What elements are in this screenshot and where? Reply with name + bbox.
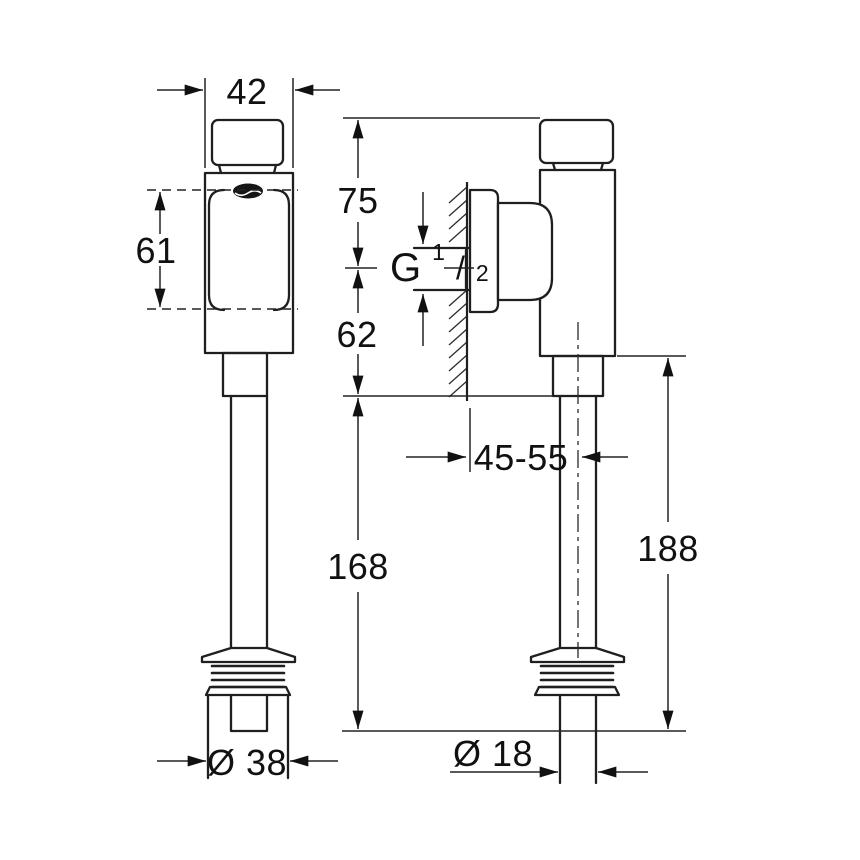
supply-stub — [412, 246, 471, 292]
dim-wall-to-pipe: 45-55 — [406, 408, 628, 478]
dim-grip-height: 61 — [135, 189, 298, 310]
dim-pipe-diameter: Ø 18 — [450, 733, 648, 778]
grip-sleeve-right-edge — [272, 188, 291, 312]
push-button-front — [210, 118, 285, 167]
flush-pipe-side — [558, 394, 598, 650]
inlet-connector — [496, 201, 554, 302]
dim-vertical-column: 75 62 168 — [327, 117, 686, 732]
dim-label-wall-to-pipe: 45-55 — [474, 437, 569, 478]
dim-right-column: 188 — [617, 355, 699, 730]
dim-label-sleeve-diameter: Ø 38 — [207, 742, 287, 783]
dim-inlet-thread: G 1 / 2 — [390, 192, 489, 346]
thread-numerator: 1 — [432, 239, 445, 265]
outer-sleeve-front — [206, 693, 290, 780]
dim-label-button-to-inlet: 75 — [337, 180, 378, 221]
grohe-logo — [233, 183, 263, 199]
dim-label-inlet-thread: G 1 / 2 — [390, 227, 489, 290]
dim-sleeve-diameter: Ø 38 — [157, 742, 338, 783]
sleeve-thread-side — [539, 664, 615, 689]
dim-label-flush-pipe-length: 168 — [327, 546, 389, 587]
side-view — [412, 118, 626, 785]
thread-prefix: G — [390, 246, 422, 290]
sleeve-flange-side — [529, 646, 626, 664]
flush-pipe-end-front — [229, 693, 269, 733]
button-neck-side — [551, 161, 605, 172]
wall-flange — [468, 188, 500, 314]
button-neck-front — [217, 163, 278, 175]
grip-sleeve-left-edge — [207, 188, 226, 312]
thread-denominator: 2 — [476, 260, 489, 286]
sleeve-collar-front — [204, 685, 292, 697]
dim-label-pipe-diameter: Ø 18 — [453, 733, 533, 774]
dim-label-outlet-to-pipe-end: 188 — [637, 528, 699, 569]
dim-top-width: 42 — [157, 71, 340, 168]
dim-label-grip-height: 61 — [135, 230, 176, 271]
wall-hatching — [448, 186, 468, 398]
sleeve-collar-side — [533, 685, 621, 697]
flush-pipe-front — [229, 394, 269, 650]
flush-pipe-lower-side — [558, 693, 598, 785]
outlet-nut-front — [221, 351, 269, 398]
front-view — [200, 118, 297, 780]
push-button-side — [538, 118, 615, 165]
dim-label-top-width: 42 — [226, 71, 267, 112]
dim-label-inlet-to-outlet: 62 — [336, 314, 377, 355]
sleeve-flange-front — [200, 646, 297, 664]
sleeve-thread-front — [210, 664, 286, 689]
valve-body-front — [203, 171, 295, 355]
thread-slash: / — [456, 250, 465, 286]
